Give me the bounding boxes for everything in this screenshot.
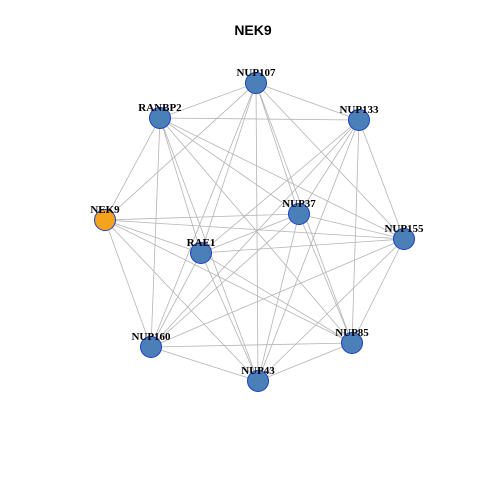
edge-nup155-nup85 (351, 238, 405, 344)
edge-nup160-nup85 (150, 342, 353, 348)
node-nup43[interactable] (247, 370, 269, 392)
node-label-nup155: NUP155 (384, 223, 424, 235)
edge-nek9-nup43 (104, 219, 259, 382)
edge-ranbp2-nup133 (159, 117, 360, 121)
edge-nup107-nup133 (255, 82, 360, 121)
edge-ranbp2-nup160 (150, 117, 161, 348)
node-label-nup37: NUP37 (282, 198, 316, 210)
edge-nup133-nup37 (298, 119, 360, 215)
edge-nup133-nup85 (351, 119, 360, 344)
edge-nup133-nup160 (150, 119, 360, 348)
edge-rae1-nup160 (150, 252, 202, 348)
edge-nup85-nup43 (257, 342, 353, 382)
node-nup133[interactable] (348, 109, 370, 131)
edge-nup37-nup155 (298, 213, 405, 240)
edge-nek9-rae1 (104, 219, 202, 254)
edge-ranbp2-nup37 (159, 117, 300, 215)
node-nup155[interactable] (393, 228, 415, 250)
edge-nup107-rae1 (200, 82, 257, 254)
edge-nup37-nek9 (104, 213, 300, 221)
edge-nup133-nup43 (257, 119, 360, 382)
edge-nup37-rae1 (200, 213, 300, 254)
edge-nup37-nup43 (257, 213, 300, 382)
edge-nek9-nup160 (104, 219, 152, 348)
edge-nup107-nup155 (255, 82, 405, 240)
edge-rae1-nup43 (200, 252, 259, 382)
edge-ranbp2-nek9 (104, 117, 161, 221)
node-label-nup85: NUP85 (335, 327, 369, 339)
node-ranbp2[interactable] (149, 107, 171, 129)
node-nup85[interactable] (341, 332, 363, 354)
edge-ranbp2-nup155 (159, 117, 405, 240)
node-label-nup43: NUP43 (241, 365, 275, 377)
edge-nup160-nup43 (150, 346, 259, 382)
edge-nup155-rae1 (200, 238, 405, 254)
edge-layer (104, 82, 405, 382)
graph-title: NEK9 (234, 22, 272, 38)
node-label-nek9: NEK9 (90, 204, 120, 216)
node-label-nup107: NUP107 (236, 67, 276, 79)
edge-nup133-rae1 (200, 119, 360, 254)
node-label-nup160: NUP160 (131, 331, 171, 343)
node-layer (94, 72, 415, 392)
node-rae1[interactable] (190, 242, 212, 264)
node-label-rae1: RAE1 (187, 237, 216, 249)
edge-ranbp2-rae1 (159, 117, 202, 254)
node-label-nup133: NUP133 (339, 104, 379, 116)
node-label-ranbp2: RANBP2 (138, 102, 182, 114)
edge-nup37-nup160 (150, 213, 300, 348)
edge-nup107-nek9 (104, 82, 257, 221)
edge-nup37-nup85 (298, 213, 353, 344)
node-nup37[interactable] (288, 203, 310, 225)
edge-ranbp2-nup85 (159, 117, 353, 344)
edge-nup133-nup155 (358, 119, 405, 240)
edge-nup107-nup37 (255, 82, 300, 215)
node-nek9[interactable] (94, 209, 116, 231)
node-nup160[interactable] (140, 336, 162, 358)
edge-nup107-nup160 (150, 82, 257, 348)
edge-nek9-nup85 (104, 219, 353, 344)
edge-rae1-nup85 (200, 252, 353, 344)
edge-nup155-nup160 (150, 238, 405, 348)
edge-nup155-nup43 (257, 238, 405, 382)
edge-nek9-nup155 (104, 219, 405, 240)
edge-nup107-ranbp2 (159, 82, 257, 119)
node-nup107[interactable] (245, 72, 267, 94)
